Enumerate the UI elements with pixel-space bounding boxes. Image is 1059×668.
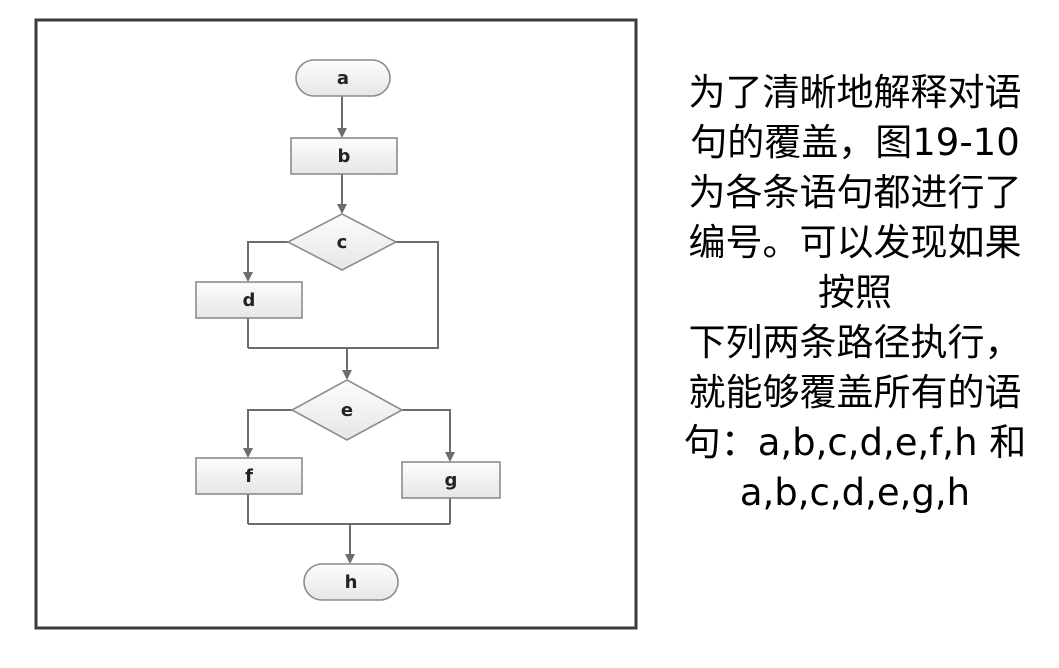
node-c-label: c — [337, 232, 348, 253]
node-d-label: d — [243, 290, 256, 311]
node-e: e — [290, 379, 404, 441]
node-h: h — [303, 563, 399, 601]
node-c: c — [286, 213, 398, 271]
node-a-label: a — [337, 68, 349, 89]
node-f-label: f — [245, 466, 253, 487]
node-h-label: h — [345, 572, 358, 593]
caption-line-5: 按照 — [818, 271, 892, 314]
caption-text: 为了清晰地解释对语 句的覆盖，图19-10 为各条语句都进行了 编号。可以发现如… — [658, 68, 1052, 518]
caption-line-9: a,b,c,d,e,g,h — [739, 471, 971, 514]
node-b: b — [290, 137, 398, 175]
caption-line-1: 为了清晰地解释对语 — [688, 71, 1022, 114]
caption-line-2: 句的覆盖，图19-10 — [690, 121, 1020, 164]
frame-border — [34, 18, 638, 630]
flowchart-diagram: a b c d e f g — [34, 18, 638, 630]
node-g: g — [401, 461, 501, 499]
caption-line-8: 句：a,b,c,d,e,f,h 和 — [683, 421, 1027, 464]
caption-line-7: 就能够覆盖所有的语 — [688, 371, 1022, 414]
connectors — [243, 96, 455, 564]
node-b-label: b — [338, 146, 351, 167]
node-e-label: e — [341, 400, 353, 421]
caption-line-6: 下列两条路径执行， — [688, 321, 1022, 364]
node-g-label: g — [445, 470, 458, 491]
node-a: a — [295, 59, 391, 97]
caption-line-3: 为各条语句都进行了 — [688, 171, 1022, 214]
node-d: d — [195, 281, 303, 319]
node-f: f — [195, 457, 303, 495]
flowchart-frame: a b c d e f g — [34, 18, 640, 632]
caption-line-4: 编号。可以发现如果 — [688, 221, 1022, 264]
